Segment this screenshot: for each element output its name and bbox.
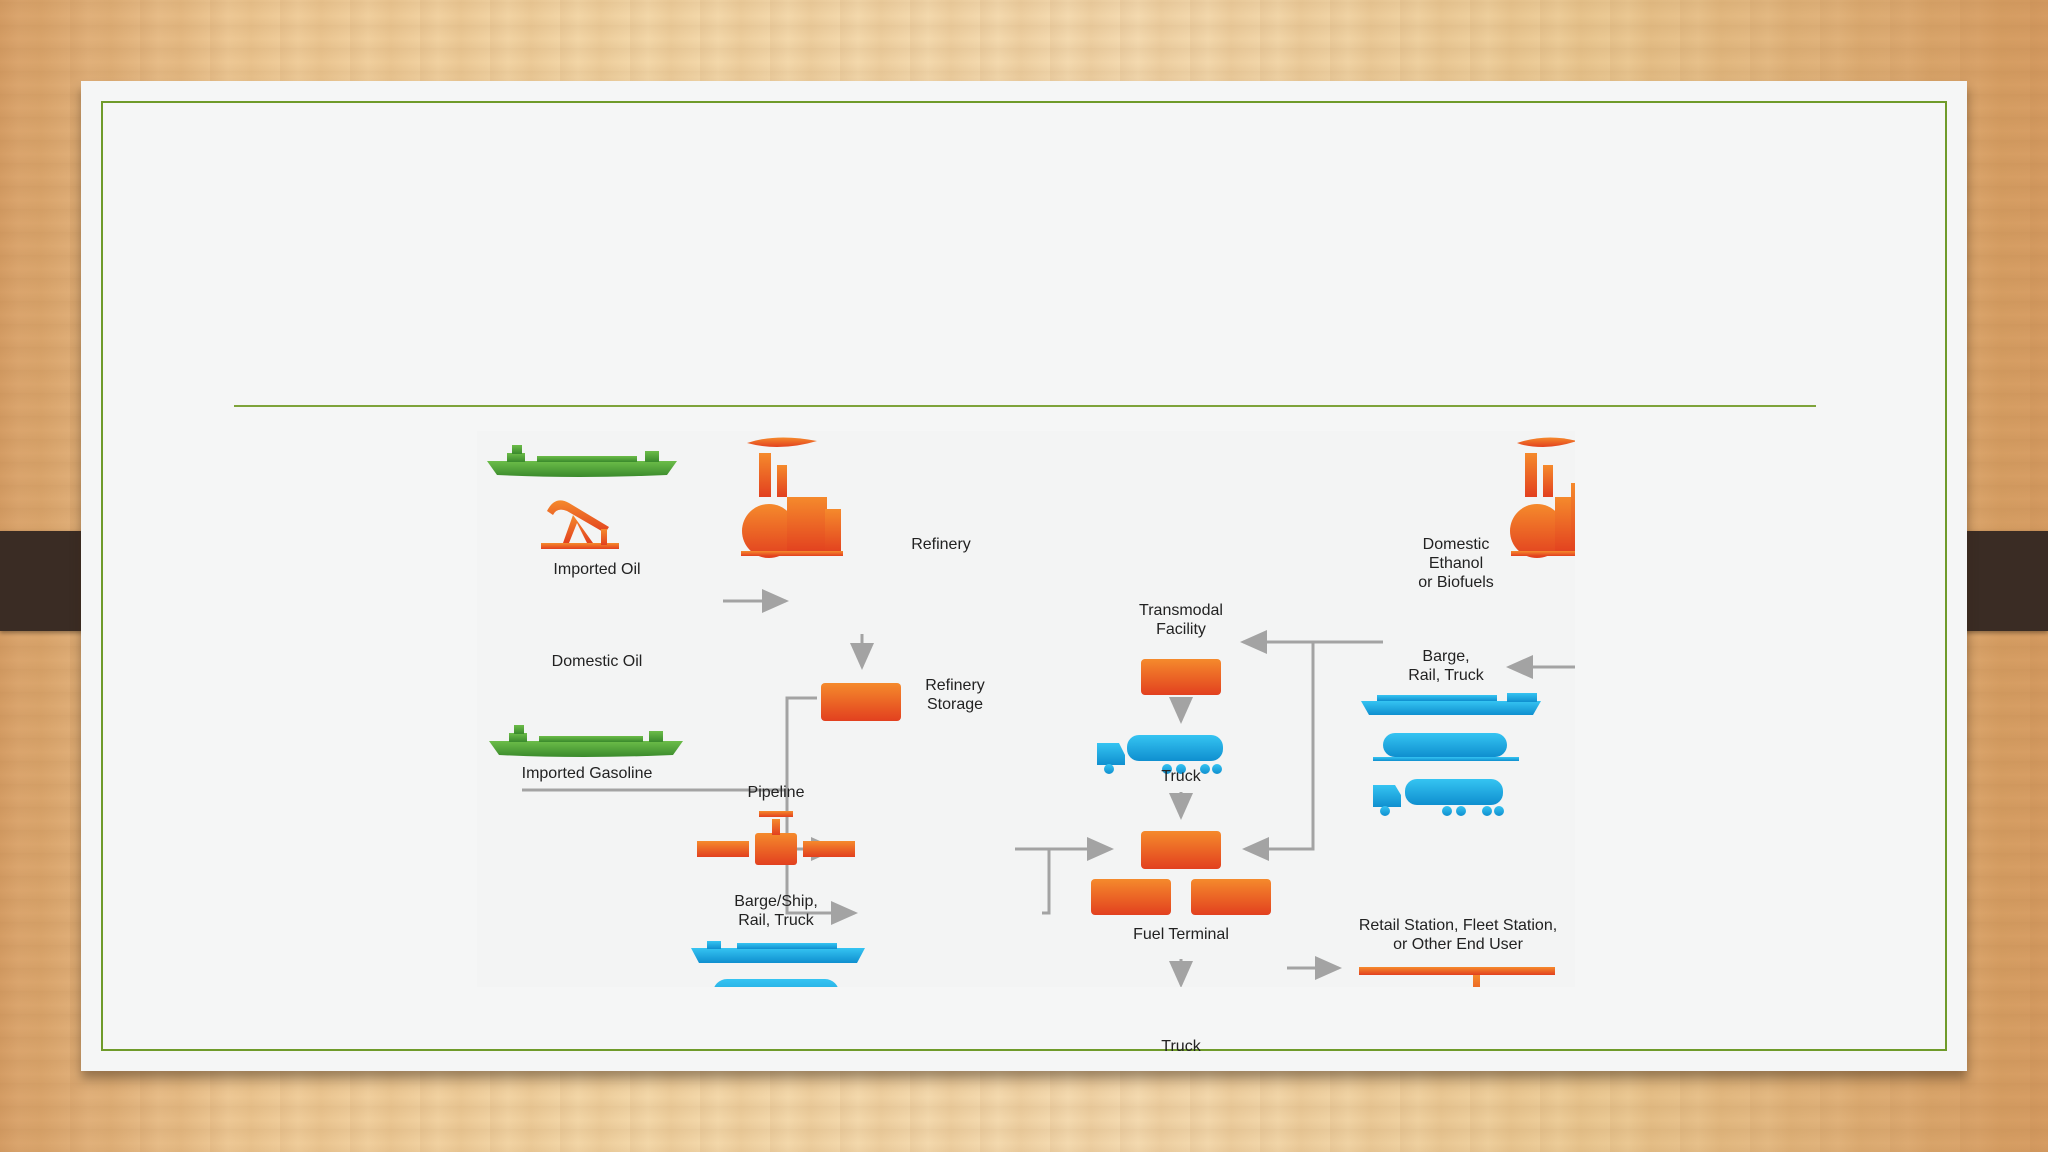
label-truck-upper: Truck [1161,768,1201,785]
ethanol-refinery-icon [1510,437,1575,558]
label-refinery-storage: Refinery Storage [925,677,985,713]
label-retail-station: Retail Station, Fleet Station, or Other … [1358,917,1558,953]
pipeline-icon [697,811,855,865]
label-barge-ship-rail-truck: Barge/Ship, Rail, Truck [734,893,818,929]
label-refinery: Refinery [911,536,971,553]
label-domestic-ethanol: Domestic Ethanol or Biofuels [1418,536,1494,591]
label-domestic-oil: Domestic Oil [551,653,643,670]
upper-truck-icon [1097,735,1223,774]
slide-card: Imported Oil Domestic Oil Refinery Refin… [81,81,1967,1071]
fuel-terminal-tanks-icon [1091,831,1271,915]
pumpjack-icon [541,500,619,549]
imported-gasoline-ship-icon [489,725,683,757]
label-fuel-terminal: Fuel Terminal [1133,926,1229,943]
retail-station-icon [1359,967,1555,987]
title-divider [234,405,1816,407]
label-imported-gasoline: Imported Gasoline [521,765,653,782]
diagram-graphics [487,437,1575,987]
label-pipeline: Pipeline [747,784,805,801]
barge-rail-truck-right-icons [1361,693,1541,816]
imported-oil-ship-icon [487,445,677,477]
refinery-icon [741,437,843,558]
transmodal-tank-icon [1141,659,1221,695]
fuel-distribution-diagram: Imported Oil Domestic Oil Refinery Refin… [477,431,1575,1055]
label-imported-oil: Imported Oil [553,561,641,578]
barge-rail-truck-icons [691,941,865,987]
label-barge-rail-truck: Barge, Rail, Truck [1408,648,1484,684]
slide-frame [101,101,1947,1051]
refinery-storage-tank-icon [821,683,901,721]
label-truck-lower: Truck [1161,1038,1201,1055]
label-transmodal-facility: Transmodal Facility [1139,602,1223,638]
